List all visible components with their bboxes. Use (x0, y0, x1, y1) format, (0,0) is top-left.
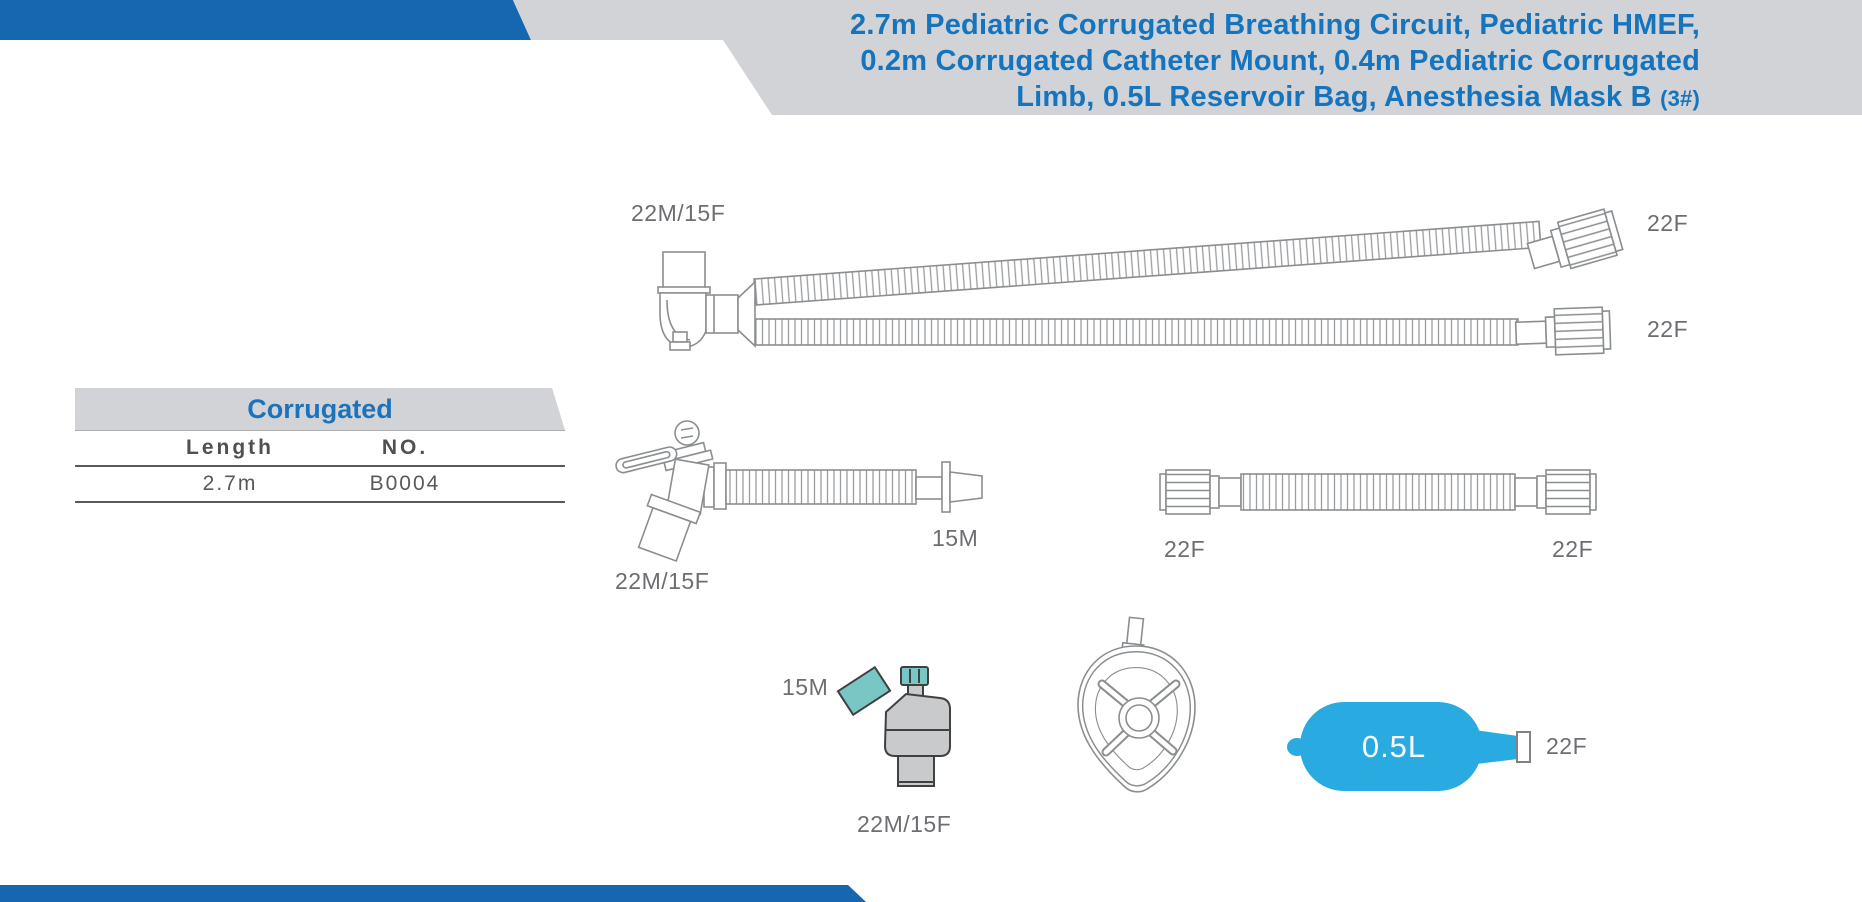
hmef-top-port-label: 15M (782, 674, 829, 700)
hmef-bottom-port-label: 22M/15F (857, 811, 952, 837)
page-title: 2.7m Pediatric Corrugated Breathing Circ… (850, 7, 1700, 117)
circuit-patient-port-label: 22M/15F (631, 200, 726, 226)
bag-volume-label: 0.5L (1361, 729, 1427, 764)
breathing-circuit-drawing (657, 208, 1624, 356)
corrugated-limb-drawing (1159, 469, 1597, 515)
hmef-luer-cap (900, 666, 929, 686)
footer-accent-bar (0, 885, 866, 902)
hmef-top-port (836, 665, 892, 717)
circuit-bottom-22f-connector (1514, 306, 1612, 356)
mask-top-port (1125, 616, 1145, 648)
page-title-line2: 0.2m Corrugated Catheter Mount, 0.4m Ped… (860, 45, 1700, 77)
catheter-mount-15m-tip (949, 471, 983, 503)
spec-table-data-row: 2.7m B0004 (75, 467, 565, 503)
header-accent-bar (0, 0, 531, 40)
limb-left-22f-connector (1165, 469, 1211, 515)
catheter-mount-patient-connector (637, 493, 702, 562)
page-title-line3: Limb, 0.5L Reservoir Bag, Anesthesia Mas… (1016, 81, 1700, 113)
spec-table: Corrugated Length NO. 2.7m B0004 (75, 388, 565, 503)
mask-size-tag: (3#) (1660, 86, 1700, 111)
bag-22f-connector (1516, 731, 1531, 763)
bag-connector-label: 22F (1546, 733, 1588, 759)
limb-left-end-label: 22F (1164, 536, 1206, 562)
wye-patient-port (662, 251, 706, 289)
hmef-drawing (836, 665, 951, 787)
spec-table-divider (75, 430, 565, 431)
catheter-mount-flip-cap (615, 446, 678, 474)
circuit-top-22f-connector (1526, 208, 1624, 270)
circuit-bottom-end-label: 22F (1647, 316, 1689, 342)
limb-right-end-label: 22F (1552, 536, 1594, 562)
spec-value-no: B0004 (369, 472, 441, 495)
anesthesia-mask-drawing (1077, 616, 1196, 793)
page-title-line1: 2.7m Pediatric Corrugated Breathing Circ… (850, 9, 1700, 41)
spec-value-length: 2.7m (202, 472, 258, 495)
catheter-mount-machine-end-label: 15M (932, 525, 979, 551)
catheter-mount-drawing (615, 420, 983, 562)
catheter-mount-patient-port-label: 22M/15F (615, 568, 710, 594)
limb-right-22f-connector (1545, 469, 1591, 515)
spec-col-length: Length (186, 436, 274, 459)
circuit-top-end-label: 22F (1647, 210, 1689, 236)
spec-table-header-row: Length NO. (75, 431, 565, 467)
spec-col-no: NO. (381, 436, 429, 459)
reservoir-bag-drawing (1287, 702, 1531, 791)
spec-table-title: Corrugated (75, 388, 565, 430)
reservoir-bag-body (1300, 702, 1482, 791)
